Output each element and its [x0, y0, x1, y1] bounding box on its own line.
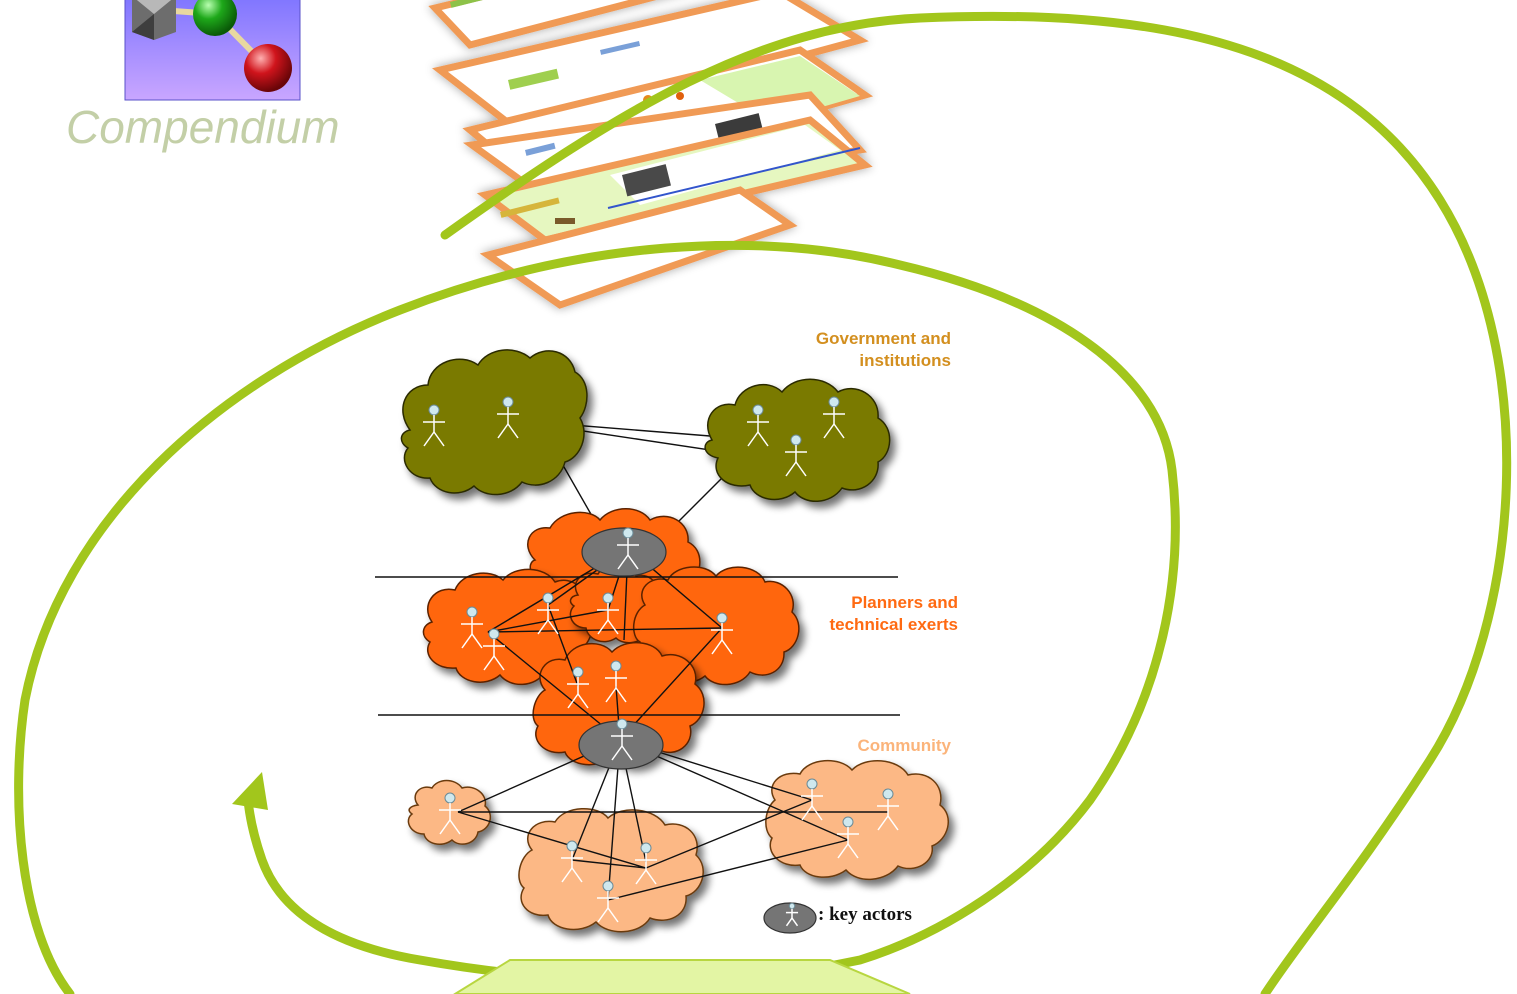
actor-icon [823, 396, 845, 439]
actor-icon [567, 666, 589, 709]
actor-icon [605, 660, 627, 703]
compendium-title: Compendium [66, 101, 340, 153]
actor-icon [597, 592, 619, 635]
loop-arrowhead-icon [232, 772, 268, 810]
cloud-government-left [400, 349, 588, 496]
compendium-map-stack [428, 0, 874, 309]
actor-icon [877, 788, 899, 831]
compendium-logo-icon [124, 0, 301, 101]
actor-icon [785, 434, 807, 477]
actor-icon [537, 592, 559, 635]
label-government-line2: institutions [859, 351, 951, 370]
actor-icon [423, 404, 445, 447]
label-planners-line2: technical exerts [829, 615, 958, 634]
cloud-community-middle [518, 807, 704, 933]
key-actor-planners-top [581, 527, 667, 577]
map-sheet [428, 0, 657, 49]
actor-icon [617, 527, 639, 570]
actor-icon [483, 628, 505, 671]
actor-icon [561, 840, 583, 883]
actor-icon [497, 396, 519, 439]
actor-icon [747, 404, 769, 447]
inner-loop-arrow [14, 240, 1180, 994]
actor-icon [461, 606, 483, 649]
label-community: Community [858, 736, 952, 755]
key-actor-legend-icon [763, 902, 817, 934]
cloud-community-right [765, 759, 950, 881]
outer-loop-arrow [440, 11, 1512, 994]
actor-icon [711, 612, 733, 655]
legend: : key actors [763, 902, 912, 934]
actor-icon [785, 902, 799, 927]
actor-figures [423, 396, 899, 923]
actor-icon [635, 842, 657, 885]
label-planners-line1: Planners and [851, 593, 958, 612]
actor-icon [837, 816, 859, 859]
bottom-panel [453, 959, 911, 994]
actor-icon [611, 718, 633, 761]
actor-icon [597, 880, 619, 923]
legend-key-actors-label: : key actors [818, 904, 912, 925]
map-sheet [476, 116, 873, 244]
label-government-line1: Government and [816, 329, 951, 348]
actor-icon [801, 778, 823, 821]
actor-icon [439, 792, 461, 835]
iteration-loops [14, 11, 1512, 994]
